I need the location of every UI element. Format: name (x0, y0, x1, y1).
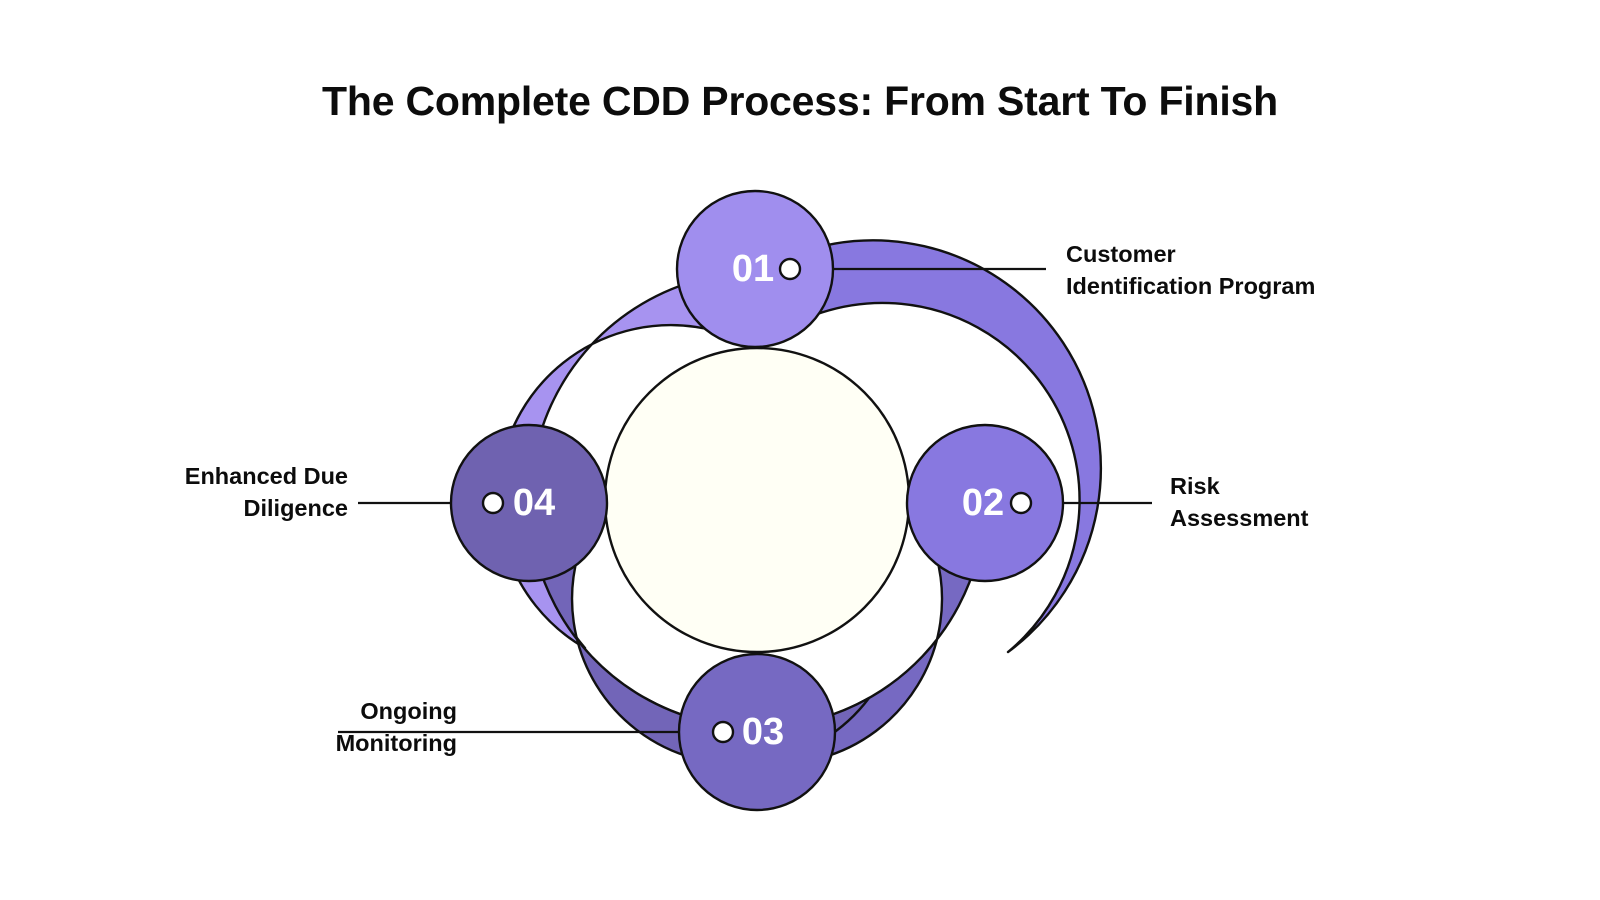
badge-step-03[interactable]: 03 (677, 652, 837, 812)
center-circle (603, 346, 911, 654)
petal-step-01 (496, 270, 759, 650)
badge-step-01[interactable]: 01 (675, 189, 835, 349)
badge-number-01: 01 (732, 248, 774, 290)
connector-dot-01 (778, 257, 802, 281)
step-label-04: Enhanced Due Diligence (184, 463, 348, 522)
badge-number-02: 02 (962, 482, 1004, 524)
badge-circle-04[interactable] (449, 423, 609, 583)
badge-number-04: 04 (513, 482, 555, 524)
badge-circle-03[interactable] (677, 652, 837, 812)
step-label-01: Customer Identification Program (1066, 241, 1316, 300)
connector-line-group (338, 267, 1152, 734)
badge-number-03: 03 (742, 711, 784, 753)
step-label-02: Risk Assessment (1170, 473, 1309, 532)
step-label-03: Ongoing Monitoring (335, 698, 457, 757)
badge-step-04[interactable]: 04 (449, 423, 609, 583)
badge-circle-01[interactable] (675, 189, 835, 349)
connector-dot-02 (1009, 491, 1033, 515)
page-title: The Complete CDD Process: From Start To … (322, 78, 1278, 124)
connector-dot-04 (481, 491, 505, 515)
badge-circle-02[interactable] (905, 423, 1065, 583)
petal-step-02 (755, 239, 1103, 654)
badge-step-02[interactable]: 02 (905, 423, 1065, 583)
connector-dot-03 (711, 720, 735, 744)
